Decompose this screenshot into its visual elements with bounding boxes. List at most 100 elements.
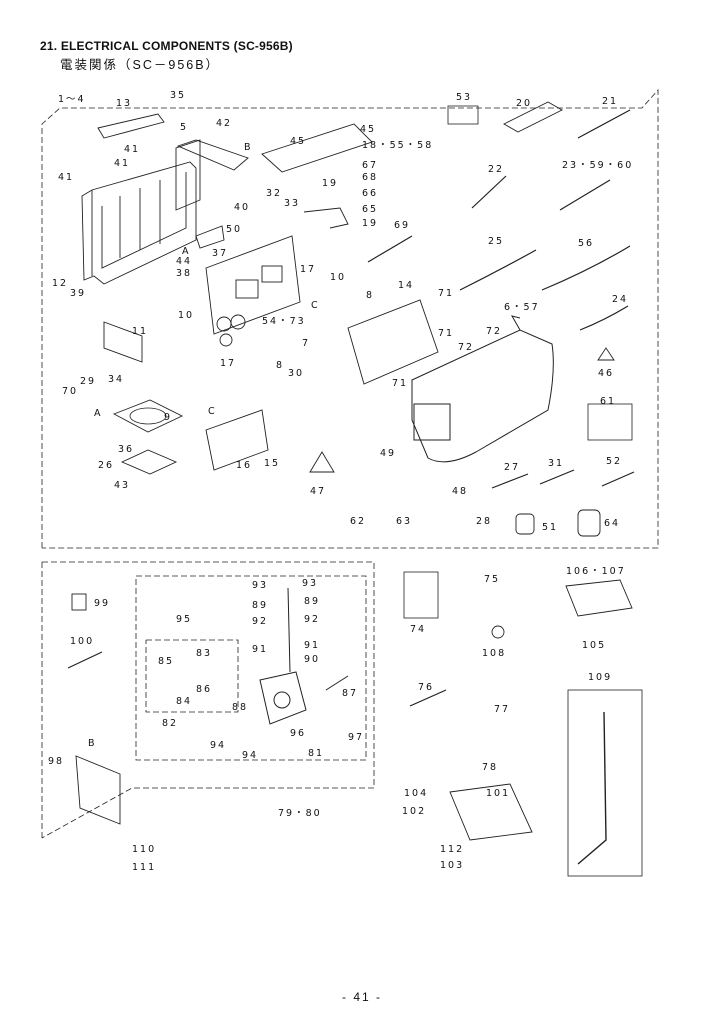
part-label: 97 — [348, 732, 364, 743]
callout-label: B — [244, 142, 253, 153]
part-label: 52 — [606, 456, 622, 467]
part-label: 92 — [304, 614, 320, 625]
part-label: 105 — [582, 640, 606, 651]
part-label: 85 — [158, 656, 174, 667]
valve-assembly-frame — [135, 575, 367, 761]
part-label: 13 — [116, 98, 132, 109]
part-label: 17 — [220, 358, 236, 369]
part-label: 39 — [70, 288, 86, 299]
side-cover-drawing — [411, 315, 554, 463]
part-label: 49 — [380, 448, 396, 459]
bracket-98 — [75, 755, 121, 825]
part-label: 81 — [308, 748, 324, 759]
part-label: 29 — [80, 376, 96, 387]
part-label: 72 — [486, 326, 502, 337]
part-label: 72 — [458, 342, 474, 353]
part-label: 22 — [488, 164, 504, 175]
part-label: 92 — [252, 616, 268, 627]
upper-assembly-frame — [41, 88, 659, 549]
part-label: 63 — [396, 516, 412, 527]
part-label: 96 — [290, 728, 306, 739]
part-label: 84 — [176, 696, 192, 707]
part-label: 61 — [600, 396, 616, 407]
part-label: 86 — [196, 684, 212, 695]
hose-assembly-frame — [567, 689, 643, 877]
part-label: 89 — [252, 600, 268, 611]
part-label: 8 — [366, 290, 374, 301]
ferrite-64 — [577, 509, 601, 537]
part-label: 15 — [264, 458, 280, 469]
part-label: 87 — [342, 688, 358, 699]
arrow-label-46 — [597, 347, 615, 361]
warning-label-47 — [309, 451, 335, 473]
switch-bracket-drawing — [303, 207, 349, 229]
part-label: 11 — [132, 326, 148, 337]
part-label: 68 — [362, 172, 378, 183]
part-label: 45 — [360, 124, 376, 135]
part-label: 44 — [176, 256, 192, 267]
part-label: 99 — [94, 598, 110, 609]
part-label: 51 — [542, 522, 558, 533]
part-label: 53 — [456, 92, 472, 103]
part-label: 98 — [48, 756, 64, 767]
part-label: 12 — [52, 278, 68, 289]
part-label: 42 — [216, 118, 232, 129]
part-label: 93 — [302, 578, 318, 589]
part-label: 40 — [234, 202, 250, 213]
callout-label: B — [88, 738, 97, 749]
part-label: 25 — [488, 236, 504, 247]
part-labels: 1～4 13 35 42 5 B 41 41 41 40 32 33 45 45… — [48, 90, 633, 873]
part-label: 10 — [330, 272, 346, 283]
mount-plate-drawing — [449, 783, 533, 841]
part-label: 1～4 — [58, 94, 86, 105]
ring-108 — [491, 625, 505, 639]
part-label: 90 — [304, 654, 320, 665]
part-label: 65 — [362, 204, 378, 215]
part-label: 110 — [132, 844, 156, 855]
part-label: 79・80 — [278, 808, 322, 819]
label-sheet-53 — [447, 105, 479, 125]
part-label: 21 — [602, 96, 618, 107]
ferrite-51 — [515, 513, 535, 535]
part-label: 10 — [178, 310, 194, 321]
part-label: 5 — [180, 122, 188, 133]
part-label: 91 — [304, 640, 320, 651]
part-label: 106・107 — [566, 566, 626, 577]
part-label: 67 — [362, 160, 378, 171]
part-label: 28 — [476, 516, 492, 527]
fan-drawing — [120, 449, 178, 475]
plate-drawing — [103, 321, 143, 363]
part-label: 47 — [310, 486, 326, 497]
hose-drawing — [577, 711, 607, 865]
part-label: 56 — [578, 238, 594, 249]
label-sheet-74 — [403, 571, 439, 619]
part-label: 45 — [290, 136, 306, 147]
part-label: 33 — [284, 198, 300, 209]
part-label: 111 — [132, 862, 156, 873]
part-label: 16 — [236, 460, 252, 471]
part-label: 69 — [394, 220, 410, 231]
part-label: 34 — [108, 374, 124, 385]
part-label: 41 — [58, 172, 74, 183]
part-label: 8 — [276, 360, 284, 371]
part-label: 70 — [62, 386, 78, 397]
part-label: 43 — [114, 480, 130, 491]
part-label: 20 — [516, 98, 532, 109]
page-title: 21. ELECTRICAL COMPONENTS (SC-956B) — [40, 39, 293, 53]
part-label: 88 — [232, 702, 248, 713]
part-label: 108 — [482, 648, 506, 659]
part-label: 7 — [302, 338, 310, 349]
lower-left-frame — [41, 561, 375, 839]
part-label: 37 — [212, 248, 228, 259]
part-label: 71 — [438, 288, 454, 299]
part-label: 46 — [598, 368, 614, 379]
part-label: 109 — [588, 672, 612, 683]
part-label: 23・59・60 — [562, 160, 633, 171]
wire-harness-drawings — [67, 109, 635, 707]
part-label: 9 — [164, 412, 172, 423]
label-sheet-61 — [587, 403, 633, 441]
cover-panel-drawing — [347, 299, 439, 385]
callout-label: C — [208, 406, 217, 417]
part-label: 48 — [452, 486, 468, 497]
part-label: 100 — [70, 636, 94, 647]
